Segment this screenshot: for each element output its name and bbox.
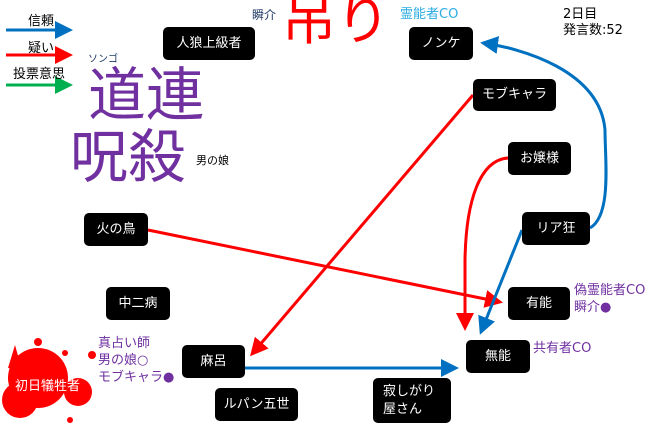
maro-note-2: 男の娘○ — [98, 353, 149, 368]
node-nonke[interactable]: ノンケ — [409, 27, 473, 60]
yuunou-note-1: 偽霊能者CO — [574, 283, 646, 298]
day-label: 2日目 — [563, 7, 598, 22]
jusatsu-label: 呪殺 — [70, 123, 187, 191]
doubt-hinotori-to-yuunou — [147, 228, 503, 308]
blood-splat — [2, 338, 96, 423]
trust-riakyou-to-nonke — [480, 36, 608, 230]
node-ojousama[interactable]: お嬢様 — [508, 142, 571, 175]
doubt-ojousama-to-munou — [456, 156, 509, 331]
node-sabishi-line2: 屋さん — [383, 401, 423, 417]
node-sabishi-line1: 寂しがり — [383, 383, 436, 399]
trust-riakyou-to-munou — [478, 229, 524, 335]
legend-vote-label: 投票意思 — [13, 67, 66, 82]
node-lupin[interactable]: ルパン五世 — [215, 388, 298, 421]
legend-trust-label: 信頼 — [28, 14, 55, 29]
post-count: 発言数:52 — [563, 23, 623, 38]
yuunou-note-2: 瞬介● — [574, 300, 612, 315]
hanged-note: 霊能者CO — [400, 7, 459, 22]
node-jinro[interactable]: 人狼上級者 — [163, 27, 255, 60]
maro-note-1: 真占い師 — [98, 336, 151, 351]
node-chunibyo[interactable]: 中二病 — [106, 287, 170, 320]
node-sabishi[interactable]: 寂しがり 屋さん — [373, 378, 451, 423]
michizure-name: ソンゴ — [88, 54, 118, 65]
node-shonichi[interactable]: 初日犠牲者 — [14, 378, 80, 394]
node-munou[interactable]: 無能 — [466, 340, 530, 373]
hanged-label: 吊り — [282, 0, 390, 52]
node-riakyou[interactable]: リア狂 — [522, 212, 590, 245]
doubt-mobu-to-maro — [250, 94, 475, 357]
hanged-name: 瞬介 — [252, 8, 277, 22]
jusatsu-name: 男の娘 — [196, 154, 229, 167]
node-maro[interactable]: 麻呂 — [182, 345, 245, 378]
legend-doubt-label: 疑い — [28, 41, 55, 56]
node-mobu[interactable]: モブキャラ — [473, 79, 556, 111]
michizure-label: 道連 — [88, 61, 205, 129]
node-hinotori[interactable]: 火の鳥 — [84, 213, 148, 246]
munou-note: 共有者CO — [533, 341, 592, 356]
node-yuunou[interactable]: 有能 — [508, 287, 570, 320]
maro-note-3: モブキャラ● — [98, 370, 175, 385]
